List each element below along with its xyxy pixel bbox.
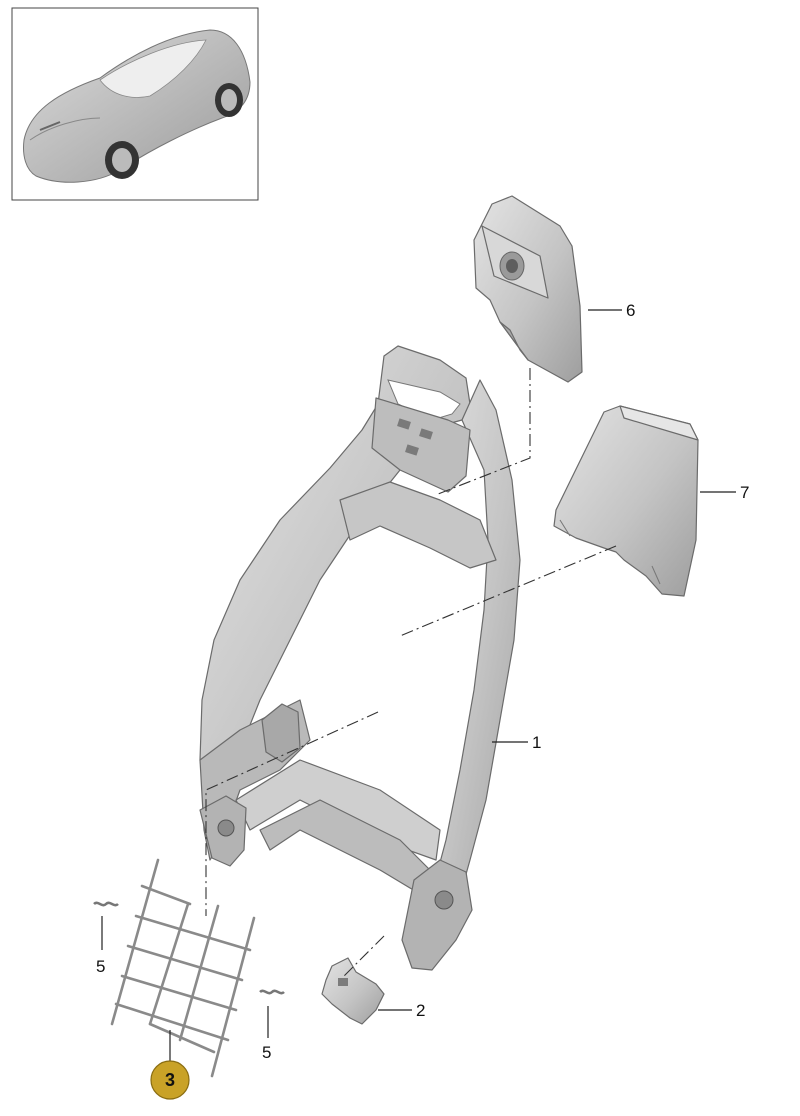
callout-5-left: 5 xyxy=(96,957,105,976)
callout-7: 7 xyxy=(740,483,749,502)
callout-5-right: 5 xyxy=(262,1043,271,1062)
callout-3: 3 xyxy=(165,1070,175,1090)
callout-labels: 6 7 1 2 5 5 3 xyxy=(96,301,749,1100)
part-7-back-panel xyxy=(553,405,699,597)
callout-1: 1 xyxy=(532,733,541,752)
part-2-bracket xyxy=(321,957,385,1025)
callout-2: 2 xyxy=(416,1001,425,1020)
part-6-bracket xyxy=(473,195,583,383)
part-5-spring-right xyxy=(259,989,285,995)
callout-3-badge: 3 xyxy=(150,1060,190,1100)
callout-6: 6 xyxy=(626,301,635,320)
part-5-spring-left xyxy=(93,901,119,907)
assembly-lines xyxy=(205,368,617,977)
vehicle-thumbnail xyxy=(11,7,259,201)
car-illustration xyxy=(23,29,251,183)
part-1-backrest-frame xyxy=(199,345,521,971)
part-3-spring-mat xyxy=(110,858,256,1078)
leader-lines xyxy=(101,309,736,1062)
